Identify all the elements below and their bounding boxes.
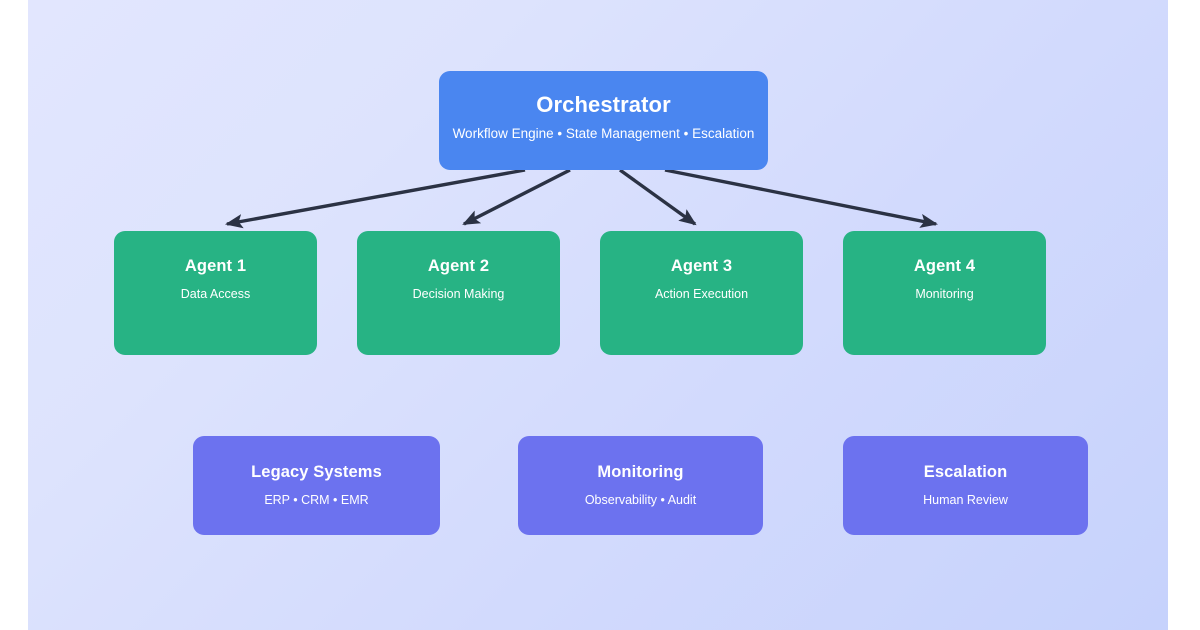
node-agent-2[interactable]: Agent 2 Decision Making xyxy=(357,231,560,355)
diagram-canvas: Orchestrator Workflow Engine • State Man… xyxy=(28,0,1168,630)
node-monitoring[interactable]: Monitoring Observability • Audit xyxy=(518,436,763,535)
node-agent-2-title: Agent 2 xyxy=(427,257,490,275)
node-orchestrator[interactable]: Orchestrator Workflow Engine • State Man… xyxy=(439,71,768,170)
node-escalation-title: Escalation xyxy=(923,463,1008,481)
node-orchestrator-title: Orchestrator xyxy=(536,92,671,117)
node-agent-4[interactable]: Agent 4 Monitoring xyxy=(843,231,1046,355)
node-agent-3-subtitle: Action Execution xyxy=(654,286,749,301)
node-legacy-systems-title: Legacy Systems xyxy=(251,463,382,481)
node-agent-4-title: Agent 4 xyxy=(913,257,976,275)
node-agent-1[interactable]: Agent 1 Data Access xyxy=(114,231,317,355)
node-escalation-subtitle: Human Review xyxy=(923,492,1008,507)
connector-orchestrator-agent-1 xyxy=(224,168,526,229)
connector-orchestrator-agent-2 xyxy=(462,168,571,226)
node-agent-4-subtitle: Monitoring xyxy=(915,286,974,301)
node-agent-3-title: Agent 3 xyxy=(670,257,733,275)
connector-orchestrator-agent-3 xyxy=(619,168,697,226)
node-legacy-systems-subtitle: ERP • CRM • EMR xyxy=(264,492,369,507)
node-legacy-systems[interactable]: Legacy Systems ERP • CRM • EMR xyxy=(193,436,440,535)
node-escalation[interactable]: Escalation Human Review xyxy=(843,436,1088,535)
node-agent-1-subtitle: Data Access xyxy=(180,286,251,301)
node-agent-1-title: Agent 1 xyxy=(184,257,247,275)
node-orchestrator-subtitle: Workflow Engine • State Management • Esc… xyxy=(452,126,755,142)
node-monitoring-subtitle: Observability • Audit xyxy=(584,492,697,507)
node-agent-2-subtitle: Decision Making xyxy=(412,286,505,301)
node-agent-3[interactable]: Agent 3 Action Execution xyxy=(600,231,803,355)
node-monitoring-title: Monitoring xyxy=(597,463,684,481)
connector-orchestrator-agent-4 xyxy=(664,168,939,228)
